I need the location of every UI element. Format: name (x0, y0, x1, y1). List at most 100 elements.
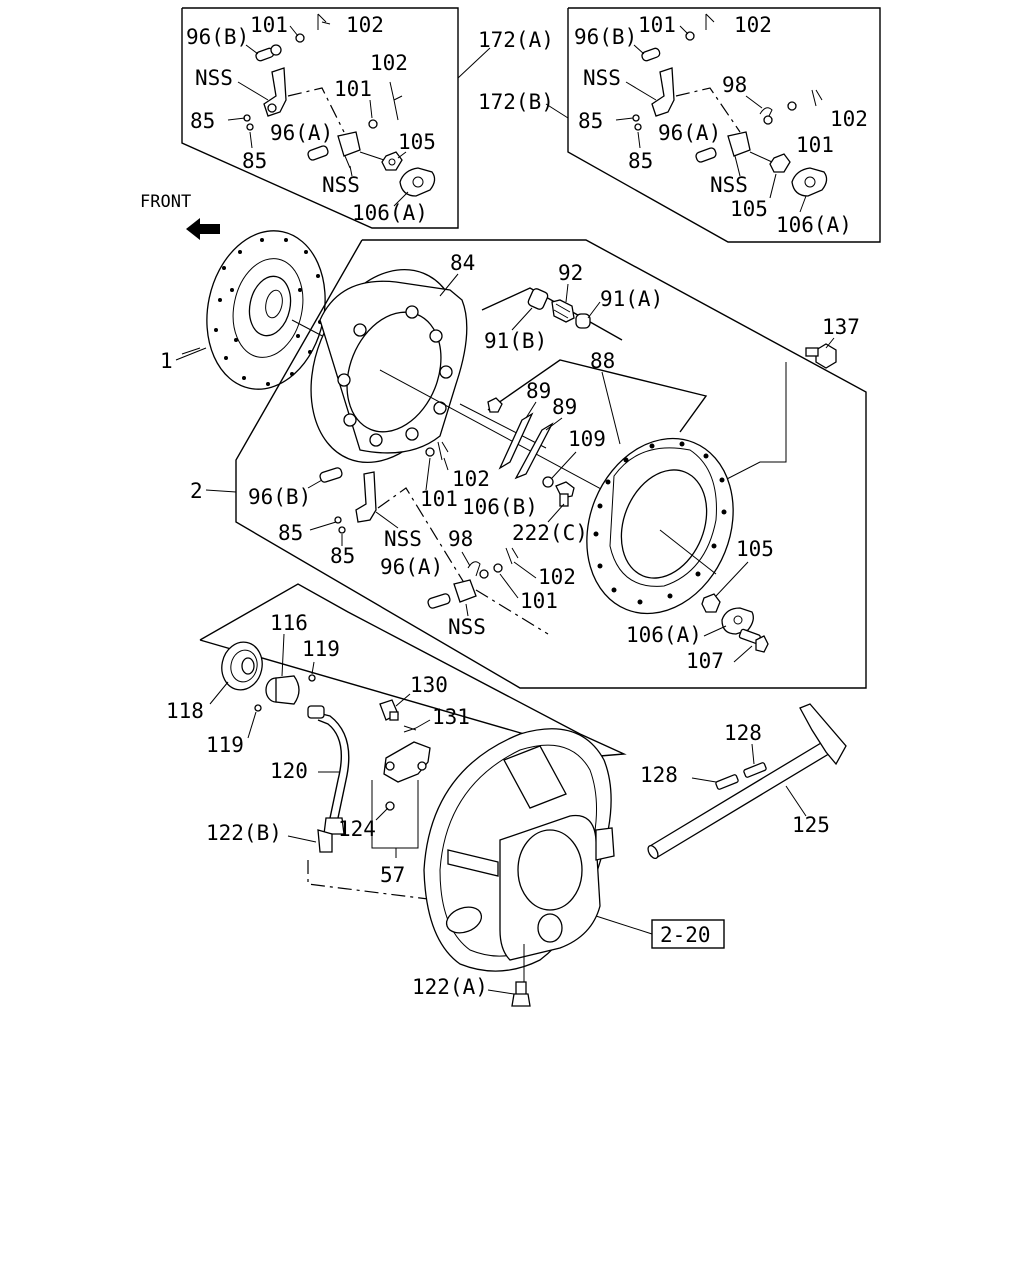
label-96b: 96(B) (186, 25, 249, 49)
kit-172b-group: 96(B) 101 102 NSS 98 102 101 85 96(A) 85… (478, 7, 881, 243)
label-118: 118 (166, 699, 204, 723)
label-119: 119 (302, 637, 340, 661)
plate-106a-icon (399, 167, 436, 197)
pressure-plate-cover (310, 268, 641, 511)
cover-bolt-holes-icon (337, 305, 453, 447)
bolt-137-icon (805, 343, 837, 369)
label-116: 116 (270, 611, 308, 635)
label-85: 85 (628, 149, 653, 173)
grease-hose-icon (307, 705, 350, 853)
label-98: 98 (722, 73, 747, 97)
label-128: 128 (640, 763, 678, 787)
label-nss: NSS (583, 66, 621, 90)
kit-172a-group: 96(B) 101 102 NSS 102 101 85 96(A) 105 8… (181, 7, 554, 229)
label-nss: NSS (384, 527, 422, 551)
label-96a: 96(A) (380, 555, 443, 579)
eyebolt-icon (337, 131, 361, 169)
label-1: 1 (160, 349, 173, 373)
bolt-96b-icon (255, 44, 282, 62)
bolt-222c-icon (555, 481, 575, 507)
eyebolt-icon (453, 579, 477, 603)
label-106a: 106(A) (626, 623, 702, 647)
label-106a: 106(A) (776, 213, 852, 237)
label-85: 85 (242, 149, 267, 173)
label-105: 105 (730, 197, 768, 221)
label-102: 102 (452, 467, 490, 491)
label-91a: 91(A) (600, 287, 663, 311)
label-101: 101 (334, 77, 372, 101)
label-101: 101 (420, 487, 458, 511)
label-nss: NSS (195, 66, 233, 90)
plug-130-icon (379, 699, 399, 721)
label-85: 85 (190, 109, 215, 133)
label-85: 85 (330, 544, 355, 568)
friction-rivets-icon (214, 238, 322, 386)
label-101: 101 (250, 13, 288, 37)
front-arrow-icon (186, 218, 220, 240)
key-128-icon (743, 762, 767, 778)
label-96a: 96(A) (658, 121, 721, 145)
page-ref-box (651, 919, 725, 949)
pressure-plate (586, 437, 734, 615)
label-102: 102 (734, 13, 772, 37)
label-88: 88 (590, 349, 615, 373)
front-label: FRONT (140, 192, 191, 212)
label-120: 120 (270, 759, 308, 783)
label-57: 57 (380, 863, 405, 887)
label-137: 137 (822, 315, 860, 339)
label-89: 89 (526, 379, 551, 403)
pressure-spring-set (481, 287, 623, 341)
label-85: 85 (578, 109, 603, 133)
label-101: 101 (638, 13, 676, 37)
label-91b: 91(B) (484, 329, 547, 353)
label-130: 130 (410, 673, 448, 697)
label-2: 2 (190, 479, 203, 503)
label-172b: 172(B) (478, 90, 554, 114)
label-102: 102 (538, 565, 576, 589)
fitting-122a-icon (511, 981, 531, 1007)
label-nss: NSS (448, 615, 486, 639)
release-shaft (647, 703, 847, 860)
front-indicator: FRONT (140, 192, 220, 240)
label-131: 131 (432, 705, 470, 729)
page-ref-label: 2-20 (660, 923, 711, 947)
label-84: 84 (450, 251, 475, 275)
label-222c: 222(C) (512, 521, 588, 545)
label-102: 102 (370, 51, 408, 75)
label-105: 105 (736, 537, 774, 561)
label-89: 89 (552, 395, 577, 419)
clutch-housing (423, 728, 615, 972)
label-96b: 96(B) (574, 25, 637, 49)
label-106b: 106(B) (462, 495, 538, 519)
release-lever-icon (355, 471, 377, 523)
label-122a: 122(A) (412, 975, 488, 999)
release-lever-icon (263, 67, 287, 117)
key-128-icon (715, 774, 739, 790)
label-101: 101 (796, 133, 834, 157)
label-109: 109 (568, 427, 606, 451)
label-nss: NSS (710, 173, 748, 197)
bearing-hub-icon (265, 675, 300, 705)
label-101: 101 (520, 589, 558, 613)
bracket-124-icon (383, 741, 431, 811)
label-102: 102 (346, 13, 384, 37)
strap-89-icon (514, 422, 554, 480)
label-96b: 96(B) (248, 485, 311, 509)
label-106a: 106(A) (352, 201, 428, 225)
label-nss: NSS (322, 173, 360, 197)
label-128: 128 (724, 721, 762, 745)
label-172a: 172(A) (478, 28, 554, 52)
label-85: 85 (278, 521, 303, 545)
label-125: 125 (792, 813, 830, 837)
label-98: 98 (448, 527, 473, 551)
label-107: 107 (686, 649, 724, 673)
label-96a: 96(A) (270, 121, 333, 145)
label-122b: 122(B) (206, 821, 282, 845)
label-124: 124 (338, 817, 376, 841)
label-92: 92 (558, 261, 583, 285)
label-105: 105 (398, 130, 436, 154)
strap-89-icon (498, 412, 534, 470)
label-102: 102 (830, 107, 868, 131)
